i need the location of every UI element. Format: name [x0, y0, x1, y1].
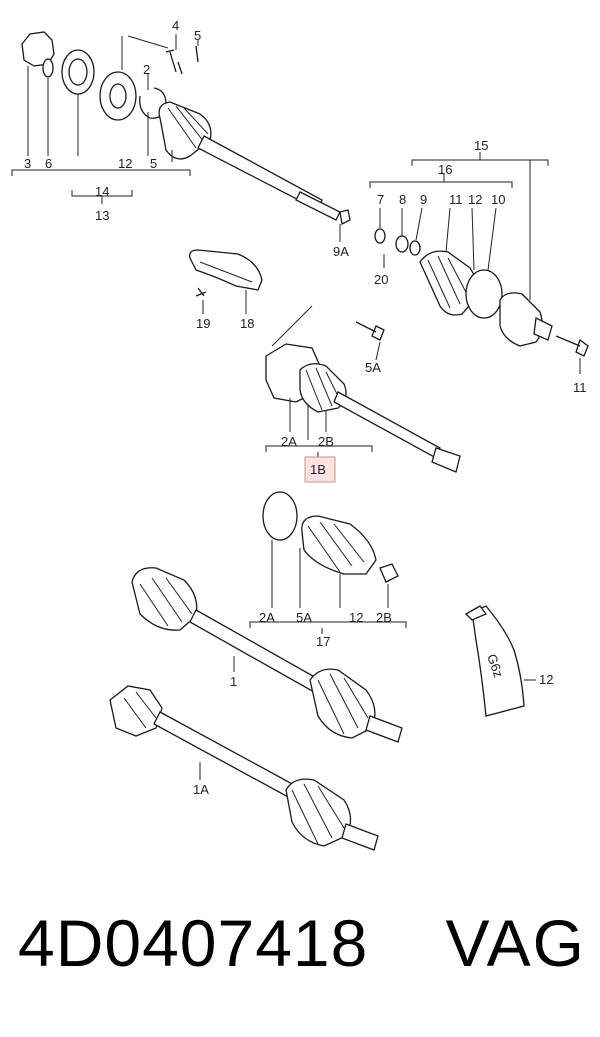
ring-8	[395, 235, 409, 253]
shaft-1-inner-housing	[131, 567, 198, 631]
callout-20: 20	[374, 272, 388, 287]
bolt-4	[165, 49, 177, 73]
highlight-1b-box	[304, 456, 336, 483]
callout-16: 16	[438, 162, 452, 177]
bracket-row-top-left	[11, 169, 191, 204]
footer: 4D0407418 VAG	[0, 905, 600, 1005]
callout-12-a: 12	[118, 156, 132, 171]
parts-diagram: 4 5 2 3 6 12 5 14 13 9A 15 16 7 8 9 11 1…	[11, 18, 589, 851]
shaft-spline	[295, 191, 341, 221]
shaft-1-outer-boot	[309, 668, 376, 739]
shaft-1a-tripod-detail	[123, 691, 157, 729]
clamp-2a	[262, 491, 298, 541]
boot-ribs	[167, 105, 209, 149]
callout-1: 1	[230, 674, 237, 689]
callout-7: 7	[377, 192, 384, 207]
grease-tube: G6z 12	[464, 605, 553, 717]
heat-shield	[189, 249, 263, 291]
part-number: 4D0407418	[18, 906, 369, 980]
shaft-1-outer-ribs	[317, 673, 369, 735]
callout-15: 15	[474, 138, 488, 153]
heat-shield-bracket: 19 18	[189, 249, 263, 331]
tube-body	[471, 605, 525, 717]
callout-2a: 2A	[281, 434, 297, 449]
cv-spline-stub	[533, 317, 553, 341]
boot-5a-ribs	[307, 521, 365, 573]
leaders-top-right	[379, 160, 581, 374]
callout-13: 13	[95, 208, 109, 223]
shaft-1a-tripod	[109, 685, 163, 737]
mid-shaft	[333, 391, 441, 459]
outer-boot-ribs	[427, 255, 469, 309]
callout-8: 8	[399, 192, 406, 207]
callout-5a: 5A	[365, 360, 381, 375]
callout-12-d: 12	[539, 672, 553, 687]
callout-3: 3	[24, 156, 31, 171]
shaft-1-spline	[365, 715, 403, 743]
top-left-shaft-assembly: 4 5 2 3 6 12 5 14 13 9A	[11, 18, 351, 259]
brand-name: VAG	[445, 906, 586, 980]
bracket-row-kit	[249, 621, 407, 634]
shaft-1a-spline	[341, 823, 379, 851]
leaders-kit	[271, 540, 389, 608]
callout-12-b: 12	[468, 192, 482, 207]
bolt-5a	[355, 321, 385, 341]
clamp-ring-10	[465, 269, 503, 319]
callout-5-top: 5	[194, 28, 201, 43]
callout-14: 14	[95, 184, 109, 199]
bracket-16	[369, 174, 513, 188]
callout-1a: 1A	[193, 782, 209, 797]
bolt-5	[177, 45, 199, 75]
nut-9a	[339, 209, 351, 225]
shield-fold	[199, 261, 253, 283]
bolt-19	[195, 287, 207, 297]
callout-2b: 2B	[318, 434, 334, 449]
callout-17: 17	[316, 634, 330, 649]
shaft-1a-bar	[153, 711, 297, 799]
bracket-15	[411, 152, 549, 166]
inner-boot	[158, 101, 212, 160]
callout-12-c: 12	[349, 610, 363, 625]
callout-2a-kit: 2A	[259, 610, 275, 625]
callout-5a-kit: 5A	[296, 610, 312, 625]
callout-6: 6	[45, 156, 52, 171]
callout-10: 10	[491, 192, 505, 207]
shaft-1-inner-ribs	[139, 577, 193, 627]
callout-9: 9	[420, 192, 427, 207]
callout-2: 2	[143, 62, 150, 77]
callout-19: 19	[196, 316, 210, 331]
shaft-1a-outer-ribs	[291, 783, 345, 845]
leaders-mid	[271, 305, 381, 440]
lower-shaft-1a: 1A	[109, 685, 379, 851]
callout-4: 4	[172, 18, 179, 33]
boot-5a	[301, 515, 377, 575]
ring-9	[409, 240, 421, 256]
ring-7	[374, 228, 386, 244]
callout-11-a: 11	[449, 192, 463, 207]
callout-11-b: 11	[573, 380, 587, 395]
leaders-18-19	[202, 290, 247, 314]
callout-18: 18	[240, 316, 254, 331]
top-right-repair-kit: 15 16 7 8 9 11 12 10 20 11	[369, 138, 589, 395]
boot-kit-17: 2A 5A 12 2B 17	[249, 491, 407, 649]
middle-shaft-1b: 5A 2A 2B 1B	[265, 305, 461, 483]
clamp-2b	[379, 563, 399, 583]
lower-shaft-1: 1	[131, 567, 403, 743]
callout-2b-kit: 2B	[376, 610, 392, 625]
callout-9a: 9A	[333, 244, 349, 259]
callout-5: 5	[150, 156, 157, 171]
callout-1b: 1B	[310, 462, 326, 477]
tube-cap	[464, 605, 488, 621]
bearing-inner	[68, 58, 88, 86]
o-ring	[42, 58, 54, 78]
flange-hub	[109, 83, 127, 109]
mid-shaft-spline	[431, 447, 461, 473]
bolt-11	[555, 335, 589, 357]
gasket-ring	[21, 31, 55, 67]
leaders-top-left	[27, 34, 341, 242]
